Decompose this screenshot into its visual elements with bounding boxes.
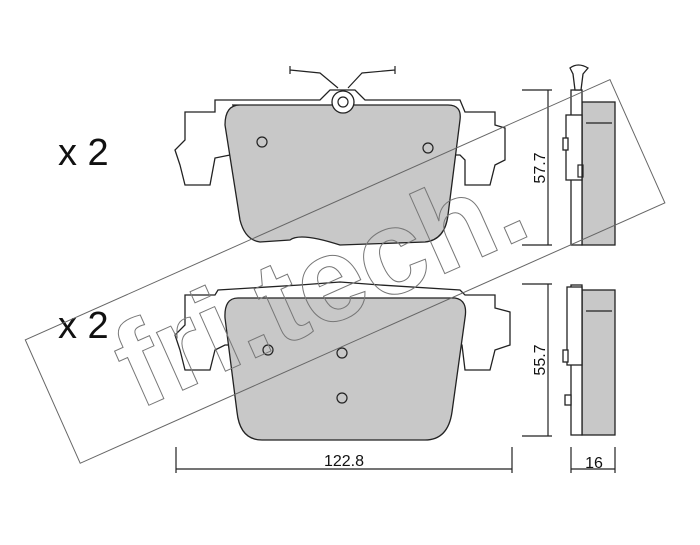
bottom-side-friction — [581, 289, 616, 436]
wear-sensor-clip — [331, 90, 355, 114]
bottom-friction-pad — [224, 297, 467, 441]
quantity-bottom-label: x 2 — [58, 305, 109, 347]
bottom-side-clip — [566, 286, 583, 366]
top-pad-front-view — [174, 66, 506, 246]
bottom-pad-hole-center — [336, 347, 348, 359]
quantity-top-label: x 2 — [58, 132, 109, 174]
top-pad-hole-right — [422, 142, 434, 154]
bottom-pad-hole-lower — [336, 392, 348, 404]
bottom-pad-side-view — [562, 284, 616, 436]
bottom-pad-front-view — [174, 281, 511, 441]
top-pad-hole-left — [256, 136, 268, 148]
top-side-sensor — [569, 64, 589, 91]
width-label: 122.8 — [324, 453, 364, 470]
wear-sensor-clip-inner — [337, 96, 349, 108]
dimension-lines — [175, 89, 616, 473]
height-top-label: 57.7 — [532, 152, 549, 183]
wear-sensor-wire — [289, 66, 396, 89]
bottom-pad-hole-left — [262, 344, 274, 356]
thickness-label: 16 — [585, 455, 603, 472]
top-pad-side-view — [562, 64, 616, 246]
height-bottom-label: 55.7 — [532, 344, 549, 375]
top-friction-pad — [224, 104, 461, 246]
